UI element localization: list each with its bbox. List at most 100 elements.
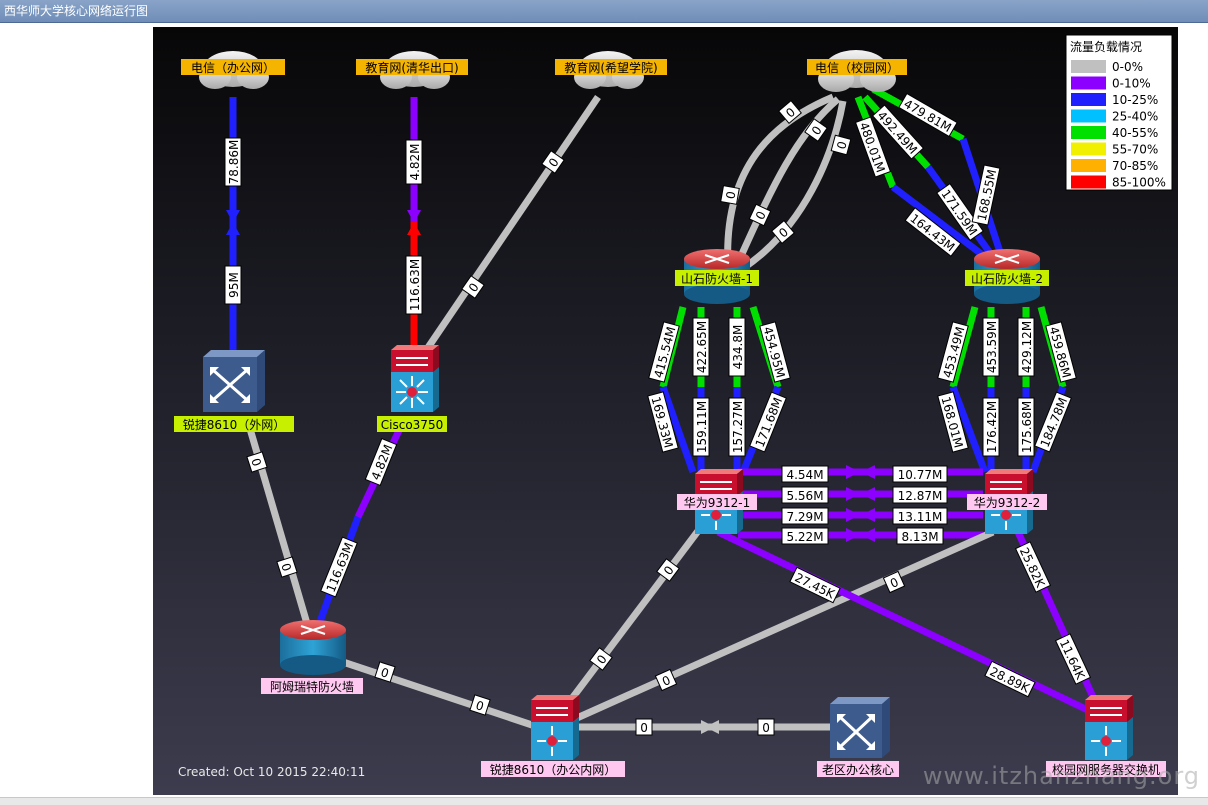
link-label: 0	[771, 220, 795, 244]
svg-text:8.13M: 8.13M	[901, 530, 938, 544]
node-label: 教育网(清华出口)	[365, 60, 458, 75]
network-map-svg: 78.86M 95M 4.82M 116.63M 0 0 0 0 0 0 0 0…	[174, 34, 1173, 779]
svg-text:78.86M: 78.86M	[227, 140, 241, 185]
legend-items: 0-0% 0-10% 10-25% 25-40% 40-55% 55-70% 70-85% 8…	[1071, 60, 1166, 190]
arrow-head	[846, 528, 860, 542]
bottom-bar	[0, 797, 1208, 805]
svg-text:422.65M: 422.65M	[695, 321, 709, 373]
legend-label: 0-10%	[1112, 77, 1151, 91]
legend-item: 0-10%	[1071, 76, 1151, 91]
node-edu-xiwang[interactable]: 教育网(希望学院)	[555, 51, 667, 89]
link-label: 0	[804, 118, 828, 142]
node-cisco[interactable]: Cisco3750	[377, 345, 447, 432]
link-label: 0	[635, 718, 653, 736]
firewall-icon	[280, 620, 346, 675]
link-campus-fw2-a2	[890, 184, 991, 262]
legend-item: 55-70%	[1071, 142, 1158, 157]
link-label: 10.77M	[892, 465, 948, 483]
link-label: 0	[374, 661, 396, 683]
link-campus-fw1-a	[724, 93, 835, 268]
legend-item: 70-85%	[1071, 159, 1158, 173]
link-label: 0	[720, 185, 740, 205]
link-label: 116.63M	[405, 255, 423, 315]
link-label: 171.68M	[749, 391, 787, 453]
arrow-head	[226, 210, 240, 223]
link-label: 11.64K	[1054, 633, 1092, 685]
link-ruijie-array	[244, 421, 312, 628]
legend-swatch	[1071, 76, 1106, 90]
link-label: 453.59M	[982, 317, 1000, 377]
node-fw2[interactable]: 山石防火墙-2	[965, 249, 1049, 304]
svg-text:116.63M: 116.63M	[408, 259, 422, 311]
link-edu-xiwang	[422, 95, 601, 354]
legend-item: 0-0%	[1071, 60, 1143, 74]
node-fw1[interactable]: 山石防火墙-1	[675, 249, 759, 304]
link-label: 429.12M	[1017, 317, 1035, 377]
legend-label: 40-55%	[1112, 126, 1158, 140]
svg-text:429.12M: 429.12M	[1020, 321, 1034, 373]
node-ruijie-ext[interactable]: 锐捷8610（外网）	[174, 350, 294, 432]
link-label: 5.22M	[781, 527, 829, 545]
svg-text:480.01M: 480.01M	[857, 120, 888, 174]
link-label: 434.8M	[728, 317, 746, 377]
link-label: 4.82M	[364, 437, 398, 487]
svg-text:4.82M: 4.82M	[408, 143, 422, 180]
link-label: 159.11M	[692, 397, 710, 457]
window-title: 西华师大学核心网络运行图	[0, 0, 1208, 23]
node-label: Cisco3750	[381, 418, 443, 432]
link-label: 0	[656, 558, 680, 582]
node-label: 锐捷8610（办公内网）	[490, 762, 617, 777]
node-hw1[interactable]: 华为9312-1	[677, 469, 757, 534]
link-label: 175.68M	[1017, 397, 1035, 457]
svg-text:13.11M: 13.11M	[898, 510, 943, 524]
link-label: 157.27M	[728, 397, 746, 457]
node-ruijie-office[interactable]: 锐捷8610（办公内网）	[481, 695, 625, 777]
node-old-core[interactable]: 老区办公核心	[817, 697, 899, 777]
link-label: 116.63M	[320, 536, 358, 598]
link-label: 0	[589, 647, 613, 671]
svg-text:434.8M: 434.8M	[731, 325, 745, 370]
node-label: 山石防火墙-1	[681, 271, 753, 286]
layer3-switch-icon	[1085, 695, 1133, 760]
legend-swatch	[1071, 175, 1106, 189]
node-label: 电信（办公网）	[191, 60, 275, 75]
arrow-head	[846, 487, 860, 501]
legend-swatch	[1071, 60, 1106, 73]
link-label: 4.82M	[405, 139, 423, 185]
node-server-sw[interactable]: 校园网服务器交换机	[1046, 695, 1166, 777]
legend-label: 85-100%	[1112, 176, 1166, 190]
link-label: 27.45K	[789, 566, 841, 604]
link-campus-fw1-c	[743, 100, 847, 270]
node-hw2[interactable]: 华为9312-2	[967, 469, 1047, 534]
svg-text:10.77M: 10.77M	[898, 468, 943, 482]
link-label: 176.42M	[982, 397, 1000, 457]
node-edu-tsinghua[interactable]: 教育网(清华出口)	[356, 51, 468, 89]
node-label: 山石防火墙-2	[971, 271, 1043, 286]
link-label: 0	[541, 150, 565, 174]
svg-text:0: 0	[379, 665, 391, 681]
legend-swatch	[1071, 159, 1106, 172]
node-label: 校园网服务器交换机	[1052, 762, 1160, 777]
link-hw2-office	[566, 528, 995, 726]
link-label: 95M	[224, 265, 242, 305]
svg-text:95M: 95M	[227, 272, 241, 298]
link-label: 4.54M	[781, 465, 829, 483]
arrow-head	[705, 720, 719, 734]
node-label: 华为9312-2	[974, 496, 1041, 510]
node-array-fw[interactable]: 阿姆瑞特防火墙	[261, 620, 363, 694]
node-dx-campus[interactable]: 电信（校园网）	[807, 50, 907, 92]
link-hw1-server	[716, 528, 1100, 719]
link-label: 25.82K	[1014, 541, 1052, 593]
svg-text:5.22M: 5.22M	[786, 530, 823, 544]
link-label: 8.13M	[896, 527, 944, 545]
svg-text:5.56M: 5.56M	[786, 489, 823, 503]
link-label: 0	[469, 694, 491, 716]
arrow-head	[861, 487, 875, 501]
arrow-head	[407, 210, 421, 223]
link-label: 0	[654, 668, 678, 692]
arrow-head	[861, 508, 875, 522]
legend-label: 10-25%	[1112, 93, 1158, 107]
node-dx-office[interactable]: 电信（办公网）	[181, 51, 285, 89]
legend-item: 25-40%	[1071, 109, 1158, 124]
arrow-head	[861, 465, 875, 479]
